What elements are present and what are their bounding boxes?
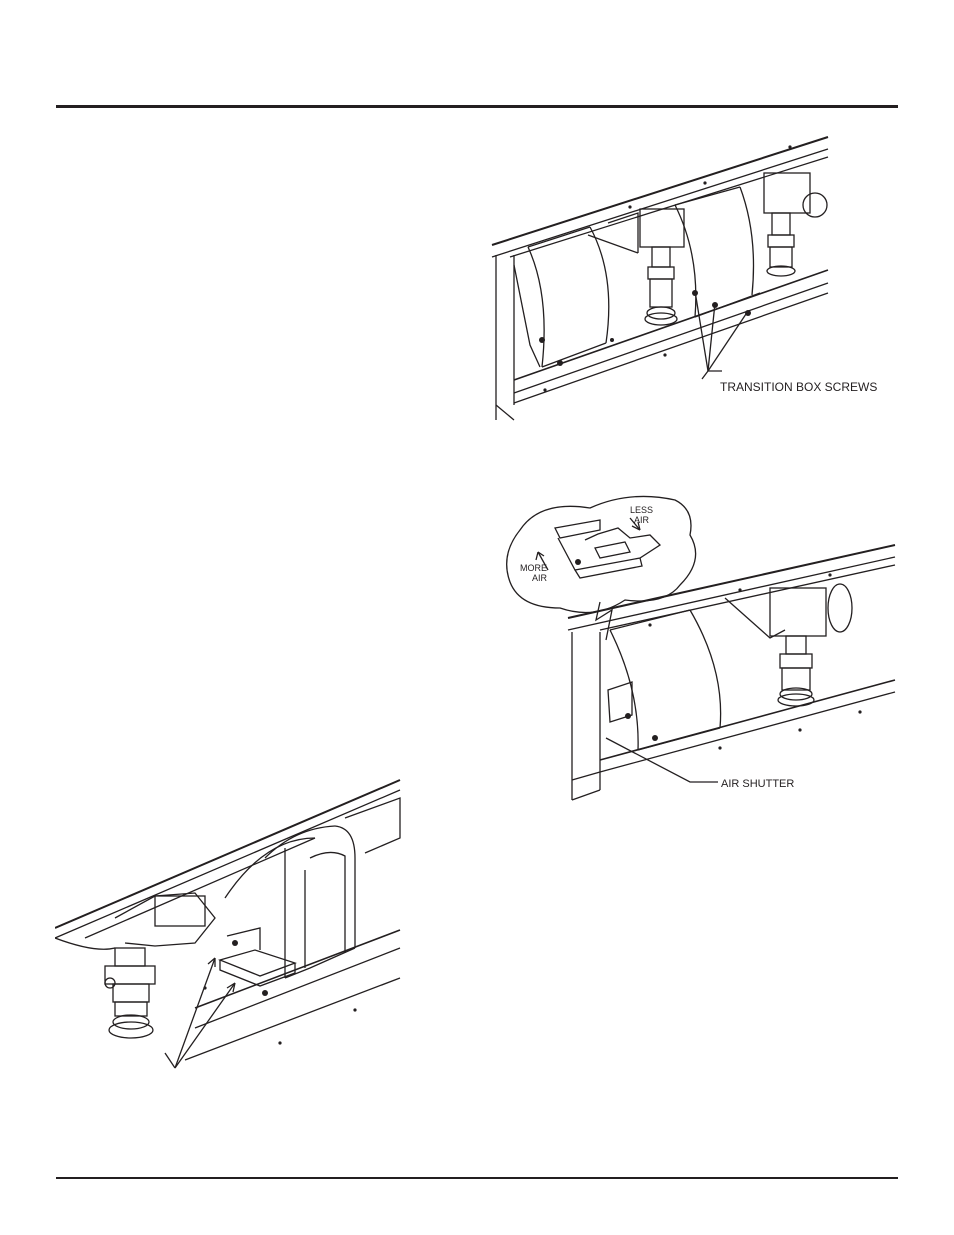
less-air-label: AIR: [634, 515, 650, 525]
header-rule: [56, 105, 898, 108]
more-air-label: AIR: [532, 573, 548, 583]
air-shutter-label: AIR SHUTTER: [721, 778, 794, 790]
transition-box-figure: TRANSITION BOX SCREWS: [490, 135, 910, 425]
more-label: MORE: [520, 563, 547, 573]
air-shutter-figure: LESS AIR MORE AIR AIR SHUTTER: [500, 490, 900, 805]
less-label: LESS: [630, 505, 653, 515]
transition-box-screws-label: TRANSITION BOX SCREWS: [720, 380, 877, 394]
bottom-view-figure: [55, 778, 405, 1070]
footer-rule: [56, 1177, 898, 1179]
bottom-view-illustration: [55, 778, 405, 1070]
air-shutter-illustration: LESS AIR MORE AIR AIR SHUTTER: [500, 490, 900, 805]
transition-box-illustration: TRANSITION BOX SCREWS: [490, 135, 910, 425]
